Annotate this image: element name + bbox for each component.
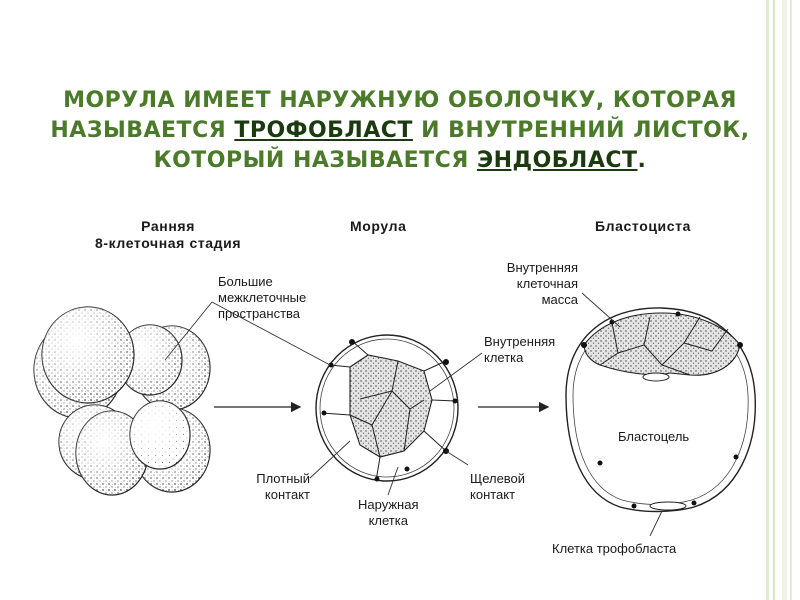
decorative-stripe [766,0,769,600]
label-large-intercellular-spaces: Большие межклеточные пространства [218,274,307,321]
title-part-1: МОРУЛА ИМЕЕТ НАРУЖНУЮ ОБОЛОЧКУ, КОТОРАЯ … [50,88,737,143]
blastocyst [565,307,756,513]
embryo-development-diagram: Ранняя 8-клеточная стадия Морула Бластоц… [0,195,800,600]
decorative-stripe [773,0,775,600]
morula [315,334,459,482]
stage-label-early: Ранняя 8-клеточная стадия [95,218,242,251]
label-inner-cell-mass: Внутренняя клеточная масса [506,260,578,307]
decorative-stripe [790,0,792,600]
label-outer-cell: Наружная клетка [358,497,419,528]
label-gap-junction: Щелевой контакт [470,471,526,502]
label-trophoblast-cell: Клетка трофобласта [552,541,677,556]
title-part-2: И ВНУТРЕННИЙ ЛИСТОК, КОТОРЫЙ НАЗЫВАЕТСЯ [153,118,750,173]
slide-title: МОРУЛА ИМЕЕТ НАРУЖНУЮ ОБОЛОЧКУ, КОТОРАЯ … [40,86,760,176]
term-trophoblast: ТРОФОБЛАСТ [234,118,413,143]
decorative-stripe [782,0,787,600]
title-end: . [637,148,647,173]
leader-lines [164,292,663,537]
early-8-cell-embryo [33,306,211,496]
label-tight-junction: Плотный контакт [256,471,310,502]
diagram-art [33,292,756,537]
stage-label-blastocyst: Бластоциста [595,218,691,234]
stage-label-morula: Морула [350,218,407,234]
term-endoblast: ЭНДОБЛАСТ [476,148,638,173]
label-inner-cell: Внутренняя клетка [484,334,556,365]
label-blastocoel: Бластоцель [618,429,690,444]
